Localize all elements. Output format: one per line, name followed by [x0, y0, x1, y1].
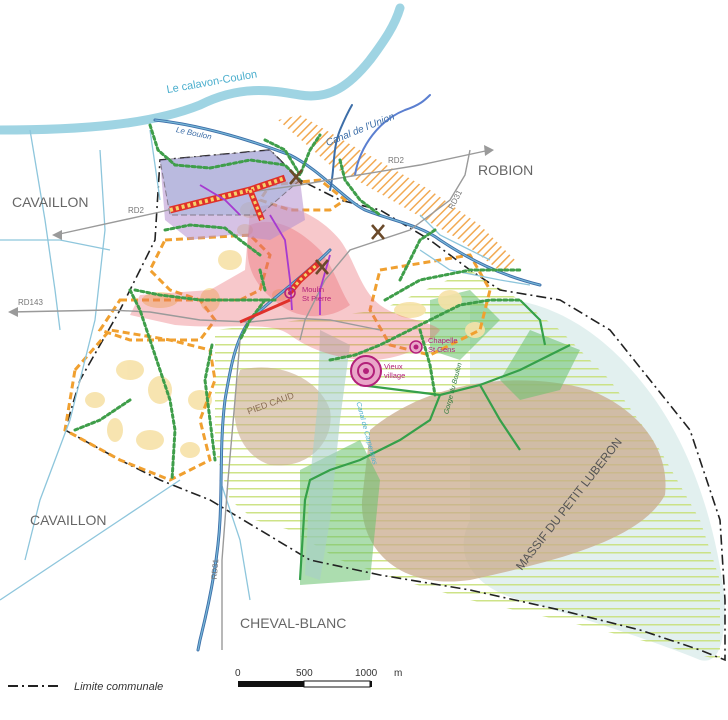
scale-tick-0: 0 — [235, 668, 241, 679]
label-rd2-west: RD2 — [128, 206, 145, 215]
chapelle-marker — [409, 340, 423, 354]
label-robion: ROBION — [478, 162, 533, 178]
scale-bar — [238, 680, 372, 688]
roads — [9, 149, 491, 650]
massif-area — [361, 380, 666, 582]
legend-limit-label: Limite communale — [74, 681, 163, 693]
canals — [153, 94, 542, 652]
label-moulin-line2: St Pierre — [302, 294, 331, 303]
label-rd2-east: RD2 — [388, 156, 405, 165]
urban-core — [247, 221, 350, 317]
pied-caud-area — [234, 367, 331, 466]
rail-line — [169, 174, 323, 324]
road-arrows — [8, 145, 494, 317]
scale-tick-1000: 1000 — [355, 668, 378, 679]
vieux-village-marker — [350, 355, 382, 387]
label-rd31-north: RD31 — [447, 188, 465, 211]
moulin-marker — [284, 287, 296, 299]
scale-tick-500: 500 — [296, 668, 313, 679]
urban-area — [130, 204, 440, 360]
label-cheval-blanc: CHEVAL-BLANC — [240, 615, 346, 631]
label-canal-union: Canal de l'Union — [324, 111, 396, 149]
label-chapelle-line2: St Gens — [428, 345, 455, 354]
calavon-river — [0, 3, 405, 135]
label-cavaillon-south: CAVAILLON — [30, 512, 107, 528]
label-vieux-line2: village — [384, 371, 405, 380]
orange-hatched-band — [278, 115, 515, 275]
forest-corridors — [298, 299, 571, 581]
label-chapelle-line1: Chapelle — [428, 336, 458, 345]
label-rd143: RD143 — [18, 298, 43, 307]
scale-unit: m — [394, 668, 402, 679]
label-cavaillon-north: CAVAILLON — [12, 194, 89, 210]
purple-links — [199, 184, 331, 315]
greenways — [73, 123, 522, 482]
commune-limit — [64, 149, 726, 662]
crossing-markers — [289, 169, 385, 275]
channel-strip — [305, 330, 350, 580]
forest-band-2 — [500, 330, 580, 400]
label-rd31-south: RD31 — [210, 558, 221, 580]
label-moulin-line1: Moulin — [302, 285, 324, 294]
streams — [0, 129, 531, 601]
label-vieux-line1: Vieux — [384, 362, 403, 371]
